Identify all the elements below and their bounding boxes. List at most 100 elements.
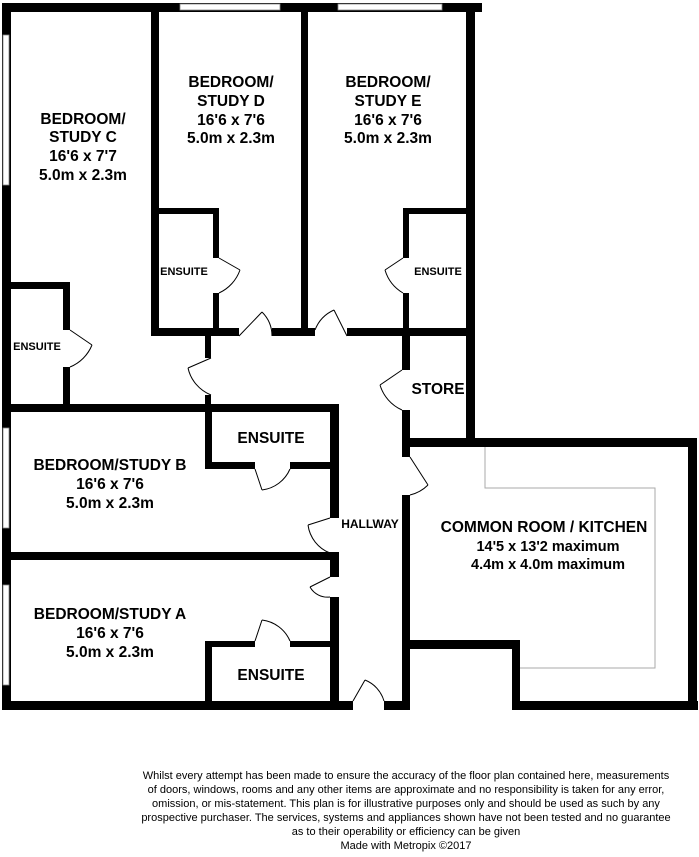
wall (330, 404, 339, 518)
wall (205, 641, 212, 710)
wall (402, 438, 697, 447)
disclaimer-line: as to their operability or efficiency ca… (292, 826, 520, 838)
room-name: BEDROOM/STUDY B (33, 457, 186, 474)
wall (403, 208, 475, 214)
disclaimer-line: of doors, windows, rooms and any other i… (148, 784, 665, 796)
room-dimensions-imperial: 16'6 x 7'6 (354, 112, 422, 129)
wall (301, 3, 308, 336)
ensuite-label-a: ENSUITE (237, 667, 304, 684)
room-dimensions-imperial: 16'6 x 7'6 (76, 476, 144, 493)
disclaimer: Whilst every attempt has been made to en… (141, 770, 670, 852)
wall (63, 367, 70, 411)
store-label: STORE (411, 381, 464, 398)
wall (384, 701, 408, 710)
room-dimensions-metric: 5.0m x 2.3m (344, 130, 432, 147)
door (238, 311, 273, 337)
wall (330, 553, 339, 577)
room-name: BEDROOM/ (188, 74, 274, 91)
wall (512, 701, 698, 710)
wall (290, 462, 339, 469)
room-name: BEDROOM/ (345, 74, 431, 91)
ensuite-label-b: ENSUITE (237, 430, 304, 447)
wall (2, 282, 70, 289)
room-bedroom-d: BEDROOM/ STUDY D 16'6 x 7'6 5.0m x 2.3m (187, 74, 275, 147)
room-common-kitchen: COMMON ROOM / KITCHEN 14'5 x 13'2 maximu… (441, 519, 648, 573)
ensuite-label-d: ENSUITE (160, 266, 208, 278)
walls (2, 3, 698, 710)
wall (213, 208, 219, 258)
room-dimensions-metric: 5.0m x 2.3m (39, 167, 127, 184)
door (69, 329, 93, 368)
room-name: BEDROOM/STUDY A (34, 606, 186, 623)
room-dimensions-imperial: 14'5 x 13'2 maximum (476, 539, 619, 555)
room-dimensions-metric: 5.0m x 2.3m (66, 495, 154, 512)
wall (402, 410, 410, 457)
room-dimensions-imperial: 16'6 x 7'6 (76, 625, 144, 642)
door (254, 468, 291, 491)
door (254, 619, 291, 642)
wall (2, 404, 339, 412)
room-bedroom-e: BEDROOM/ STUDY E 16'6 x 7'6 5.0m x 2.3m (344, 74, 432, 147)
room-dimensions-imperial: 16'6 x 7'6 (197, 112, 265, 129)
wall (330, 597, 339, 710)
wall (688, 438, 697, 710)
room-dimensions-metric: 5.0m x 2.3m (66, 644, 154, 661)
wall (466, 3, 475, 447)
wall (2, 552, 339, 560)
ensuite-label-e: ENSUITE (414, 266, 462, 278)
ensuite-label-c: ENSUITE (13, 341, 61, 353)
disclaimer-line: prospective purchaser. The services, sys… (141, 812, 670, 824)
wall (151, 3, 159, 336)
door (218, 257, 241, 294)
window (179, 3, 281, 11)
wall (213, 293, 219, 336)
wall (512, 640, 520, 710)
windows (2, 3, 443, 686)
door (187, 357, 212, 396)
wall (205, 336, 211, 358)
wall (402, 330, 410, 370)
room-name: COMMON ROOM / KITCHEN (441, 519, 648, 536)
wall (347, 328, 475, 336)
wall (151, 328, 239, 336)
room-dimensions-metric: 5.0m x 2.3m (187, 130, 275, 147)
room-name: STUDY D (197, 93, 265, 110)
wall (205, 404, 212, 469)
room-bedroom-c: BEDROOM/ STUDY C 16'6 x 7'7 5.0m x 2.3m (39, 111, 127, 184)
disclaimer-line: omission, or mis-statement. This plan is… (152, 798, 660, 810)
wall (290, 641, 339, 647)
wall (402, 640, 520, 649)
door (352, 679, 385, 702)
credit-line: Made with Metropix ©2017 (340, 840, 471, 852)
wall (151, 208, 219, 214)
wall (402, 495, 410, 710)
room-name: STUDY E (355, 93, 422, 110)
window (337, 3, 443, 11)
window (2, 427, 10, 529)
wall (205, 641, 255, 647)
wall (2, 701, 353, 710)
room-name: BEDROOM/ (40, 111, 126, 128)
room-bedroom-b: BEDROOM/STUDY B 16'6 x 7'6 5.0m x 2.3m (33, 457, 186, 512)
window (2, 34, 10, 186)
wall (403, 293, 409, 336)
hallway-label: HALLWAY (341, 517, 399, 531)
doors (69, 257, 429, 702)
wall (205, 395, 211, 411)
door (314, 309, 348, 337)
room-dimensions-metric: 4.4m x 4.0m maximum (471, 557, 625, 573)
wall (272, 328, 308, 336)
door (379, 369, 403, 411)
wall (2, 3, 11, 710)
door (309, 576, 331, 598)
kitchen-counter (484, 447, 656, 669)
door (409, 456, 429, 496)
wall (205, 462, 255, 469)
room-bedroom-a: BEDROOM/STUDY A 16'6 x 7'6 5.0m x 2.3m (34, 606, 186, 661)
door (384, 257, 404, 294)
room-dimensions-imperial: 16'6 x 7'7 (49, 148, 117, 165)
door (307, 517, 331, 554)
wall (301, 328, 315, 336)
wall (63, 282, 70, 330)
